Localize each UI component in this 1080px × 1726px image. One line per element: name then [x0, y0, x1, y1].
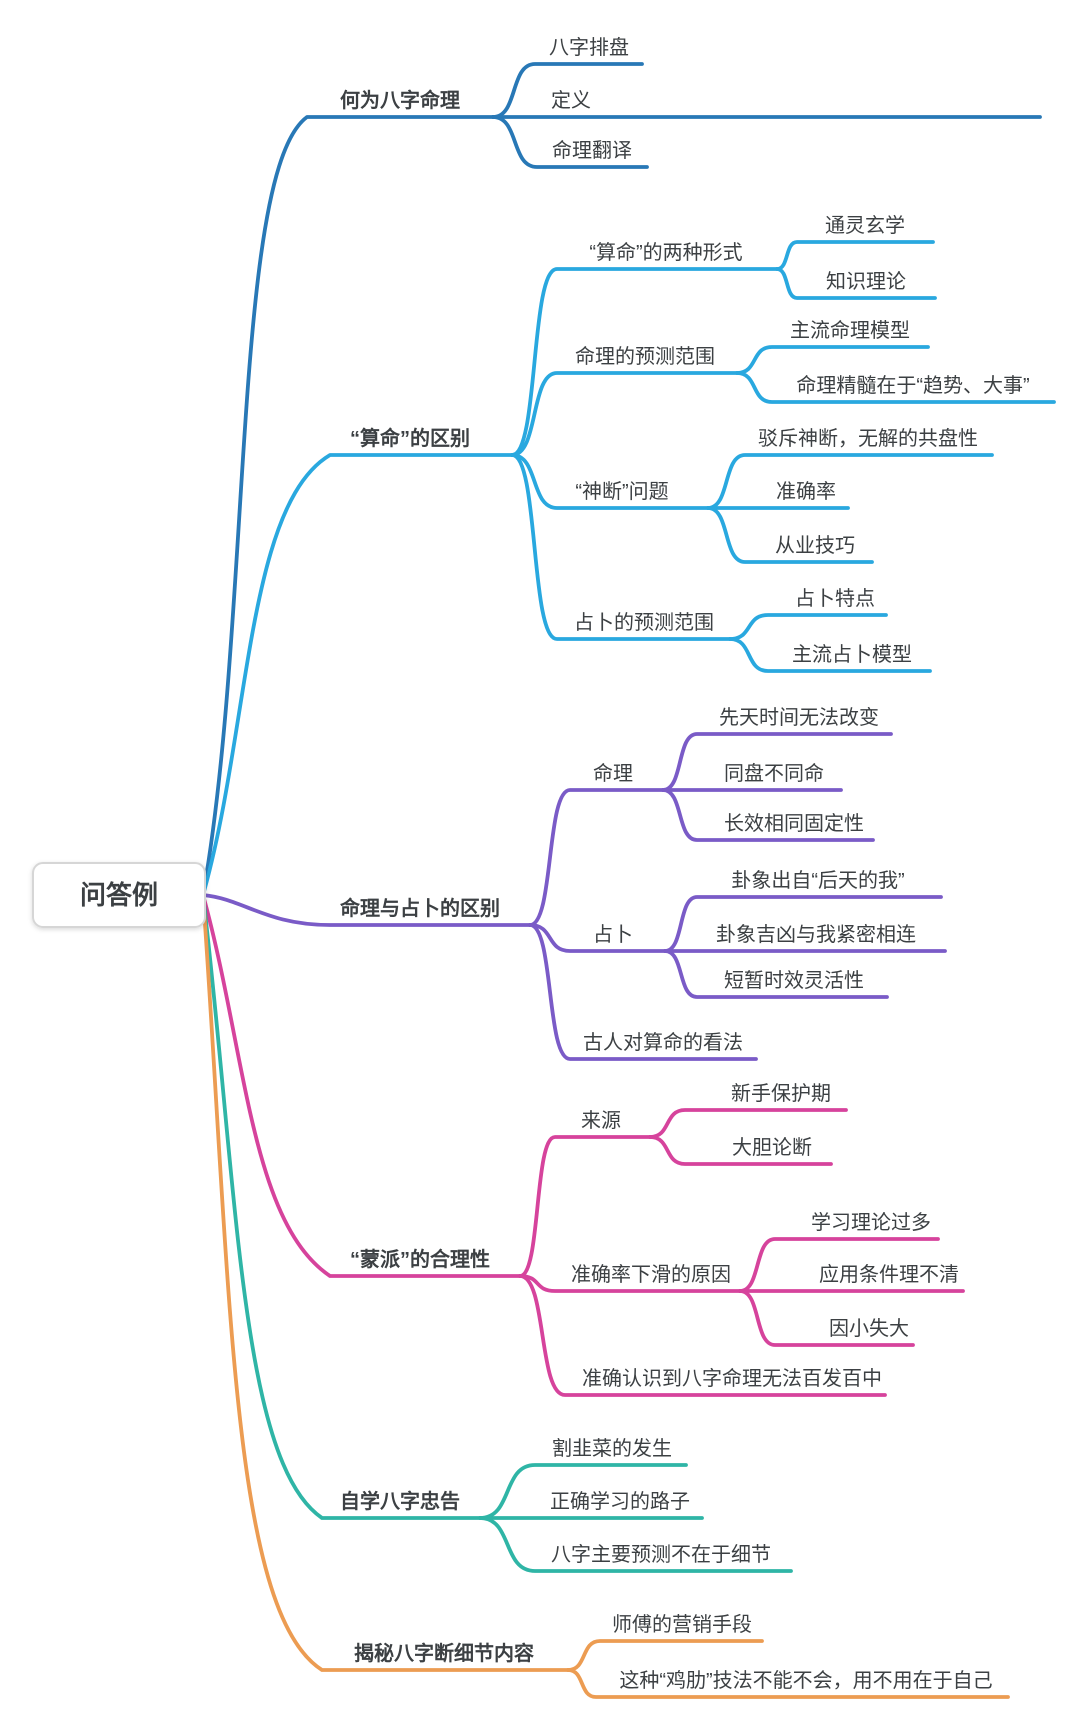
connector-prediction-not-details — [478, 1516, 793, 1573]
node-losing-big-for-small[interactable]: 因小失大 — [829, 1317, 909, 1340]
connector-mingli-essence — [735, 371, 1056, 404]
node-bazi-plate[interactable]: 八字排盘 — [549, 36, 629, 59]
node-fate-translation[interactable]: 命理翻译 — [552, 139, 632, 162]
root-node-box[interactable] — [32, 862, 206, 928]
node-origin[interactable]: 来源 — [581, 1109, 621, 1132]
node-divination-scope[interactable]: 占卜的预测范围 — [574, 611, 714, 634]
connector-chicken-rib-technique — [566, 1668, 1010, 1699]
connector-losing-big-for-small — [738, 1289, 915, 1347]
connector-knowledge-theory — [775, 267, 937, 300]
node-divination[interactable]: 占卜 — [593, 923, 633, 946]
connector-reveal-detail-reading — [201, 893, 570, 1672]
node-mingli-vs-divination[interactable]: 命理与占卜的区别 — [340, 896, 500, 920]
node-self-study-advice[interactable]: 自学八字忠告 — [340, 1489, 460, 1513]
node-definition[interactable]: 定义 — [551, 89, 591, 112]
connector-master-marketing-tactic — [566, 1639, 764, 1672]
connector-mengpai-rationality — [201, 893, 522, 1278]
connector-mingli-vs-divination — [201, 893, 532, 927]
connector-refute-shenduan — [706, 453, 994, 510]
node-bold-assertions[interactable]: 大胆论断 — [732, 1136, 812, 1159]
connector-leek-cutting — [478, 1463, 688, 1520]
node-mengpai-rationality[interactable]: “蒙派”的合理性 — [350, 1247, 490, 1271]
node-shenduan-problem[interactable]: “神断”问题 — [575, 480, 668, 503]
connector-short-term-flexibility — [663, 949, 889, 999]
connector-self-study-advice — [201, 893, 482, 1520]
connector-what-is-bazi — [201, 115, 495, 897]
connector-psychic-mysticism — [775, 240, 935, 271]
node-refute-shenduan[interactable]: 驳斥神断，无解的共盘性 — [758, 427, 978, 450]
connector-divination-scope — [510, 453, 732, 641]
connector-divination — [528, 923, 667, 953]
node-prediction-not-details[interactable]: 八字主要预测不在于细节 — [551, 1543, 771, 1566]
node-what-is-bazi[interactable]: 何为八字命理 — [340, 88, 460, 112]
node-leek-cutting[interactable]: 割韭菜的发生 — [552, 1437, 672, 1460]
node-mingli-scope[interactable]: 命理的预测范围 — [575, 345, 715, 368]
node-reveal-detail-reading[interactable]: 揭秘八字断细节内容 — [354, 1641, 534, 1665]
connector-mingli-scope — [510, 371, 739, 457]
node-short-term-flexibility[interactable]: 短暂时效灵活性 — [724, 969, 864, 992]
connector-mainstream-divination-model — [728, 637, 932, 673]
connector-hexagram-acquired-self — [663, 895, 943, 953]
node-mainstream-mingli-model[interactable]: 主流命理模型 — [790, 319, 910, 342]
connector-divination-traits — [728, 613, 888, 641]
connector-ancients-view — [528, 923, 758, 1061]
node-mainstream-divination-model[interactable]: 主流占卜模型 — [792, 643, 912, 666]
node-long-term-fixedness[interactable]: 长效相同固定性 — [724, 812, 864, 835]
node-divination-traits[interactable]: 占卜特点 — [795, 587, 875, 610]
connector-accept-imperfection — [518, 1274, 887, 1397]
connector-shenduan-problem — [510, 453, 710, 510]
node-accuracy-rate[interactable]: 准确率 — [776, 480, 836, 503]
connector-innate-time-unchangeable — [661, 732, 893, 792]
node-suanming-distinction[interactable]: “算命”的区别 — [350, 426, 470, 450]
node-same-chart-different-fate[interactable]: 同盘不同命 — [724, 762, 824, 785]
connector-mingli — [528, 788, 665, 927]
connector-novice-protection-period — [648, 1108, 848, 1139]
node-hexagram-tied-to-me[interactable]: 卦象吉凶与我紧密相连 — [716, 923, 916, 946]
node-two-forms[interactable]: “算命”的两种形式 — [589, 241, 742, 264]
connector-bold-assertions — [648, 1135, 833, 1166]
connector-professional-skills — [706, 506, 874, 564]
node-mingli[interactable]: 命理 — [593, 762, 633, 785]
node-ancients-view[interactable]: 古人对算命的看法 — [583, 1031, 743, 1054]
node-accuracy-decline-reasons[interactable]: 准确率下滑的原因 — [571, 1263, 731, 1286]
connector-mainstream-mingli-model — [735, 345, 930, 375]
node-master-marketing-tactic[interactable]: 师傅的营销手段 — [612, 1613, 752, 1636]
connector-long-term-fixedness — [661, 788, 875, 842]
node-innate-time-unchangeable[interactable]: 先天时间无法改变 — [719, 706, 879, 729]
connector-too-much-theory — [738, 1237, 940, 1293]
node-unclear-application-conditions[interactable]: 应用条件理不清 — [819, 1263, 959, 1286]
node-professional-skills[interactable]: 从业技巧 — [775, 534, 855, 557]
connector-two-forms — [510, 267, 779, 457]
connector-suanming-distinction — [201, 453, 514, 897]
node-correct-learning-path[interactable]: 正确学习的路子 — [550, 1490, 690, 1513]
connector-bazi-plate — [491, 62, 644, 119]
node-too-much-theory[interactable]: 学习理论过多 — [811, 1211, 931, 1234]
node-accept-imperfection[interactable]: 准确认识到八字命理无法百发百中 — [582, 1367, 882, 1390]
connector-fate-translation — [491, 115, 649, 169]
node-mingli-essence[interactable]: 命理精髓在于“趋势、大事” — [796, 374, 1029, 397]
node-hexagram-acquired-self[interactable]: 卦象出自“后天的我” — [731, 869, 904, 892]
node-chicken-rib-technique[interactable]: 这种“鸡肋”技法不能不会，用不用在于自己 — [619, 1669, 992, 1692]
node-novice-protection-period[interactable]: 新手保护期 — [731, 1082, 831, 1105]
node-knowledge-theory[interactable]: 知识理论 — [826, 270, 906, 293]
root-node-label[interactable]: 问答例 — [80, 880, 158, 910]
connector-origin — [518, 1135, 652, 1278]
node-psychic-mysticism[interactable]: 通灵玄学 — [825, 214, 905, 237]
